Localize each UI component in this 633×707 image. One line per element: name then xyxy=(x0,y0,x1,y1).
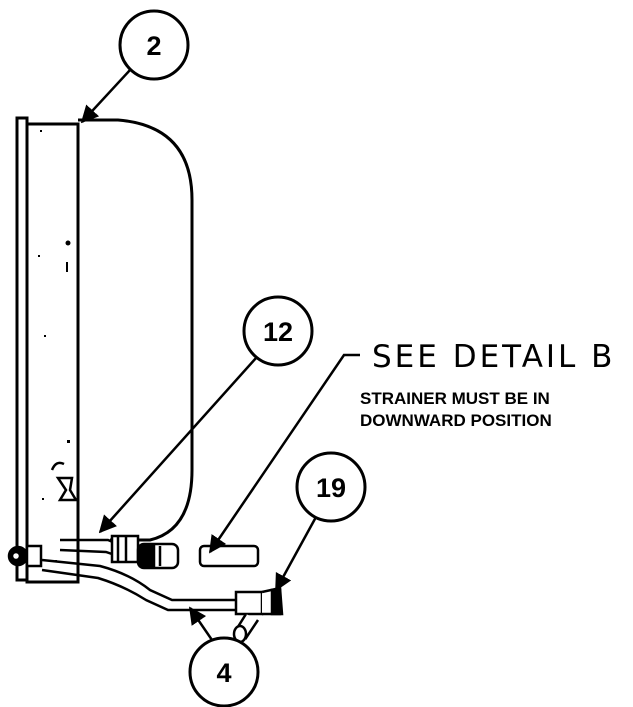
tank-body xyxy=(78,118,194,542)
strainer-note-line2: DOWNWARD POSITION xyxy=(360,411,552,430)
callout-12: 12 xyxy=(242,295,314,367)
callout-4: 4 xyxy=(188,636,260,707)
leader-detail-b xyxy=(208,353,360,554)
callout-19: 19 xyxy=(295,451,367,523)
callout-2: 2 xyxy=(118,9,190,81)
see-detail-note: SEE DETAIL B xyxy=(372,339,615,375)
callout-12-label: 12 xyxy=(263,317,293,347)
callout-19-label: 19 xyxy=(316,473,346,503)
callout-4-label: 4 xyxy=(216,658,231,688)
leader-12 xyxy=(98,357,257,534)
leader-4 xyxy=(188,606,214,641)
callout-2-label: 2 xyxy=(146,31,161,61)
strainer-note-line1: STRAINER MUST BE IN xyxy=(360,389,550,408)
mounting-panel xyxy=(15,116,80,584)
leader-lines xyxy=(80,69,360,641)
leader-19 xyxy=(274,516,318,592)
bottom-fittings xyxy=(7,461,284,644)
leader-2 xyxy=(80,69,131,124)
